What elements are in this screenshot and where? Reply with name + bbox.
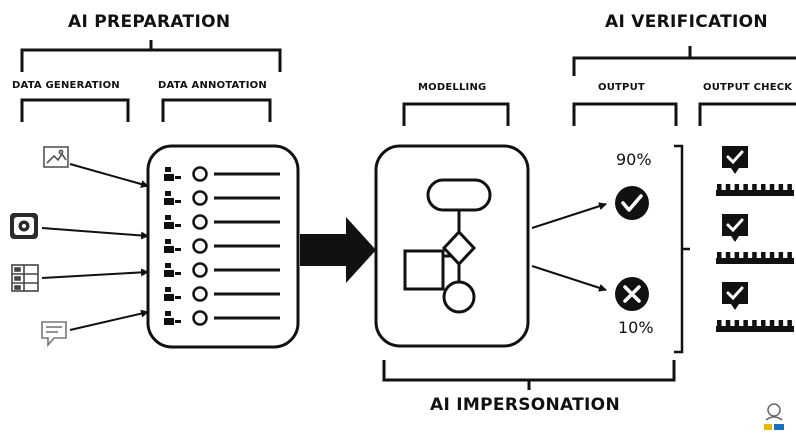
annotation-rows bbox=[164, 166, 280, 326]
check-mark-icon bbox=[726, 150, 744, 165]
output-check-icons bbox=[716, 146, 794, 332]
annotation-bullet bbox=[192, 286, 208, 302]
annotator-icon bbox=[164, 311, 181, 325]
output-check-bracket bbox=[698, 102, 796, 126]
comb-tooth bbox=[761, 320, 766, 327]
comb-tooth bbox=[734, 184, 740, 191]
comb-tooth bbox=[734, 320, 740, 327]
annotation-bullet bbox=[192, 214, 208, 230]
comb-tooth bbox=[769, 320, 775, 327]
output-label: OUTPUT bbox=[598, 82, 645, 93]
annotation-row bbox=[164, 238, 280, 254]
ai-verification-header: AI VERIFICATION bbox=[605, 12, 768, 32]
annotation-row bbox=[164, 310, 280, 326]
flowchart-icon bbox=[403, 178, 492, 314]
image-icon bbox=[43, 146, 69, 168]
comb-tooth bbox=[717, 252, 722, 259]
ai-preparation-header: AI PREPARATION bbox=[68, 12, 231, 32]
comb-tooth bbox=[734, 252, 740, 259]
data-annotation-bracket bbox=[161, 98, 272, 122]
comb-tooth bbox=[717, 320, 722, 327]
comb-tooth bbox=[761, 252, 766, 259]
chat-icon bbox=[41, 321, 67, 348]
comb-tooth bbox=[725, 320, 731, 327]
output-check-group bbox=[716, 282, 794, 332]
annotation-row bbox=[164, 214, 280, 230]
ai-verification-bracket bbox=[572, 46, 796, 76]
data-generation-label: DATA GENERATION bbox=[12, 80, 120, 91]
comb-tooth bbox=[725, 184, 731, 191]
annotator-icon bbox=[164, 191, 181, 205]
comb-bar-icon bbox=[716, 190, 794, 196]
comb-tooth bbox=[787, 252, 792, 259]
data-generation-bracket bbox=[20, 98, 130, 122]
output-check-label: OUTPUT CHECK bbox=[703, 82, 793, 93]
check-mark-icon bbox=[726, 218, 744, 233]
modelling-bracket bbox=[402, 102, 510, 126]
output-side-bracket bbox=[674, 144, 690, 354]
check-mark-icon bbox=[726, 286, 744, 301]
check-circle-icon bbox=[615, 186, 649, 220]
big-arrow bbox=[300, 217, 376, 283]
form-icon bbox=[11, 264, 39, 292]
output-bracket bbox=[572, 102, 678, 126]
comb-tooth bbox=[725, 252, 731, 259]
comb-tooth bbox=[778, 252, 784, 259]
source-arrows bbox=[41, 163, 149, 331]
comb-tooth bbox=[787, 320, 792, 327]
camera-icon bbox=[10, 213, 38, 239]
comb-bar-icon bbox=[716, 326, 794, 332]
ai-impersonation-header: AI IMPERSONATION bbox=[430, 395, 620, 415]
modelling-label: MODELLING bbox=[418, 82, 487, 93]
comb-tooth bbox=[769, 184, 775, 191]
comb-bar-icon bbox=[716, 258, 794, 264]
logo-icon bbox=[764, 403, 784, 430]
comb-tooth bbox=[752, 252, 757, 259]
comb-tooth bbox=[778, 320, 784, 327]
x-circle-icon bbox=[615, 277, 649, 311]
output-check-group bbox=[716, 146, 794, 196]
success-percentage: 90% bbox=[616, 150, 652, 169]
comb-tooth bbox=[752, 184, 757, 191]
data-annotation-label: DATA ANNOTATION bbox=[158, 80, 267, 91]
comb-tooth bbox=[787, 184, 792, 191]
failure-percentage: 10% bbox=[618, 318, 654, 337]
annotation-row bbox=[164, 286, 280, 302]
ai-preparation-bracket bbox=[20, 40, 282, 72]
comb-tooth bbox=[743, 252, 748, 259]
comb-tooth bbox=[743, 320, 748, 327]
output-arrows bbox=[531, 202, 607, 292]
annotation-row bbox=[164, 262, 280, 278]
comb-tooth bbox=[769, 252, 775, 259]
output-check-group bbox=[716, 214, 794, 264]
comb-tooth bbox=[778, 184, 784, 191]
annotator-icon bbox=[164, 167, 181, 181]
annotator-icon bbox=[164, 287, 181, 301]
annotation-bullet bbox=[192, 238, 208, 254]
annotator-icon bbox=[164, 263, 181, 277]
comb-tooth bbox=[743, 184, 748, 191]
ai-impersonation-bracket bbox=[382, 360, 676, 390]
annotator-icon bbox=[164, 239, 181, 253]
annotation-row bbox=[164, 166, 280, 182]
annotation-bullet bbox=[192, 190, 208, 206]
annotation-bullet bbox=[192, 166, 208, 182]
comb-tooth bbox=[752, 320, 757, 327]
annotator-icon bbox=[164, 215, 181, 229]
comb-tooth bbox=[761, 184, 766, 191]
annotation-bullet bbox=[192, 262, 208, 278]
annotation-row bbox=[164, 190, 280, 206]
annotation-bullet bbox=[192, 310, 208, 326]
comb-tooth bbox=[717, 184, 722, 191]
